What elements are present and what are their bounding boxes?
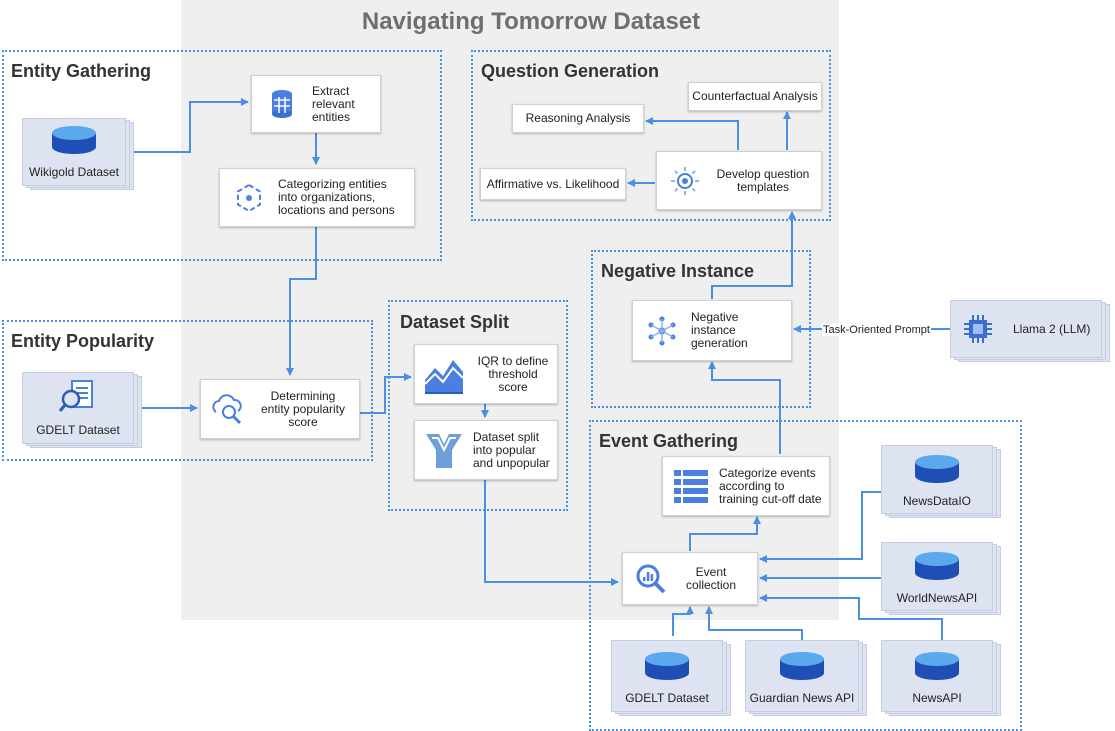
hub-network-icon — [633, 315, 691, 347]
source-label: Wikigold Dataset — [28, 165, 120, 179]
source-label: Guardian News API — [749, 691, 855, 705]
area-chart-icon — [415, 354, 473, 394]
group-event-gathering — [589, 420, 1022, 731]
node-categorize-events: Categorize events according to training … — [662, 456, 830, 516]
node-label: IQR to define threshold score — [477, 353, 549, 394]
edge-guardian-to-event-collection — [705, 606, 803, 642]
node-label: Dataset split into popular and unpopular — [473, 429, 550, 470]
edge-gdelt-to-event-collection — [672, 606, 694, 636]
source-gdelt-popularity: GDELT Dataset — [22, 372, 142, 448]
card-front: Wikigold Dataset — [22, 118, 126, 186]
node-label: Counterfactual Analysis — [692, 89, 818, 103]
source-newsdataio: NewsDataIO — [881, 445, 1001, 518]
node-categorize-entities: Categorizing entities into organizations… — [219, 168, 415, 227]
edge-newsdataio-to-event-collection — [759, 491, 881, 563]
node-question-templates: Develop question templates — [656, 151, 822, 210]
cpu-chip-icon — [964, 315, 992, 343]
document-search-icon — [58, 380, 93, 412]
node-label: Categorize events according to training … — [719, 465, 822, 506]
database-icon — [915, 552, 959, 580]
database-icon — [915, 455, 959, 483]
source-label: GDELT Dataset — [36, 423, 120, 437]
diagram-title: Navigating Tomorrow Dataset — [361, 8, 701, 35]
node-label: Reasoning Analysis — [525, 111, 631, 125]
database-icon — [645, 652, 689, 680]
edge-templates-to-reasoning — [645, 117, 739, 150]
card-front: Llama 2 (LLM) — [950, 300, 1102, 358]
node-reasoning-analysis: Reasoning Analysis — [512, 104, 644, 133]
node-label: Event collection — [685, 564, 737, 592]
split-fork-icon — [415, 430, 473, 470]
group-label-question-generation: Question Generation — [481, 61, 660, 81]
group-question-generation — [471, 50, 831, 221]
edge-newsapi-to-event-collection — [759, 594, 943, 640]
target-icon — [657, 165, 713, 197]
card-front: GDELT Dataset — [611, 640, 723, 712]
hexagon-network-icon — [220, 183, 278, 213]
edge-wikigold-to-extract — [131, 98, 249, 153]
card-front: GDELT Dataset — [22, 372, 134, 444]
edge-categorize-to-popularity — [286, 227, 317, 376]
group-label-negative-instance: Negative Instance — [601, 261, 755, 281]
edge-popularity-to-iqr — [360, 373, 412, 414]
group-label-dataset-split: Dataset Split — [400, 312, 510, 332]
source-label: NewsAPI — [912, 691, 962, 705]
node-event-collection: Event collection — [622, 552, 758, 605]
source-wikigold: Wikigold Dataset — [22, 118, 134, 190]
card-front: WorldNewsAPI — [881, 542, 993, 611]
group-entity-gathering — [2, 50, 442, 261]
database-icon — [915, 652, 959, 680]
group-entity-popularity — [2, 320, 373, 461]
node-entity-popularity-score: Determining entity popularity score — [200, 379, 360, 439]
node-label: Categorizing entities into organizations… — [278, 177, 395, 217]
source-worldnewsapi: WorldNewsAPI — [881, 542, 1001, 615]
card-front: NewsAPI — [881, 640, 993, 712]
list-table-icon — [663, 467, 719, 505]
node-iqr-threshold: IQR to define threshold score — [414, 344, 558, 404]
search-analytics-icon — [623, 563, 679, 595]
database-icon — [52, 126, 96, 154]
edge-label-task-oriented-prompt: Task-Oriented Prompt — [822, 324, 931, 336]
node-affirmative-likelihood: Affirmative vs. Likelihood — [480, 168, 626, 200]
source-label: WorldNewsAPI — [896, 591, 978, 605]
cloud-search-icon — [201, 392, 255, 426]
group-label-entity-popularity: Entity Popularity — [11, 331, 155, 351]
node-label: Develop question templates — [716, 166, 810, 194]
node-label: Extract relevant entities — [312, 83, 355, 124]
database-icon — [252, 89, 312, 119]
card-front: NewsDataIO — [881, 445, 993, 514]
group-label-event-gathering: Event Gathering — [599, 431, 739, 451]
source-llama: Llama 2 (LLM) — [950, 300, 1110, 362]
card-front: Guardian News API — [745, 640, 859, 712]
database-icon — [780, 652, 824, 680]
node-negative-instance: Negative instance generation — [632, 300, 792, 361]
edge-categorize-to-negative — [708, 361, 781, 454]
edge-event-collection-to-categorize — [689, 516, 761, 551]
node-label: Determining entity popularity score — [260, 388, 346, 429]
source-guardian: Guardian News API — [745, 640, 867, 716]
group-label-entity-gathering: Entity Gathering — [11, 61, 152, 81]
source-gdelt-events: GDELT Dataset — [611, 640, 731, 716]
edge-split-to-event-collection — [484, 480, 619, 586]
node-label: Negative instance generation — [691, 310, 748, 350]
edge-negative-to-templates — [711, 211, 796, 299]
source-label: NewsDataIO — [902, 494, 972, 508]
node-label: Affirmative vs. Likelihood — [486, 176, 620, 191]
node-extract-entities: Extract relevant entities — [251, 75, 381, 133]
source-label: GDELT Dataset — [625, 691, 709, 705]
group-dataset-split — [388, 300, 568, 511]
source-newsapi: NewsAPI — [881, 640, 1001, 716]
node-dataset-split: Dataset split into popular and unpopular — [414, 420, 558, 480]
source-label: Llama 2 (LLM) — [1013, 322, 1091, 336]
node-counterfactual-analysis: Counterfactual Analysis — [688, 82, 822, 111]
